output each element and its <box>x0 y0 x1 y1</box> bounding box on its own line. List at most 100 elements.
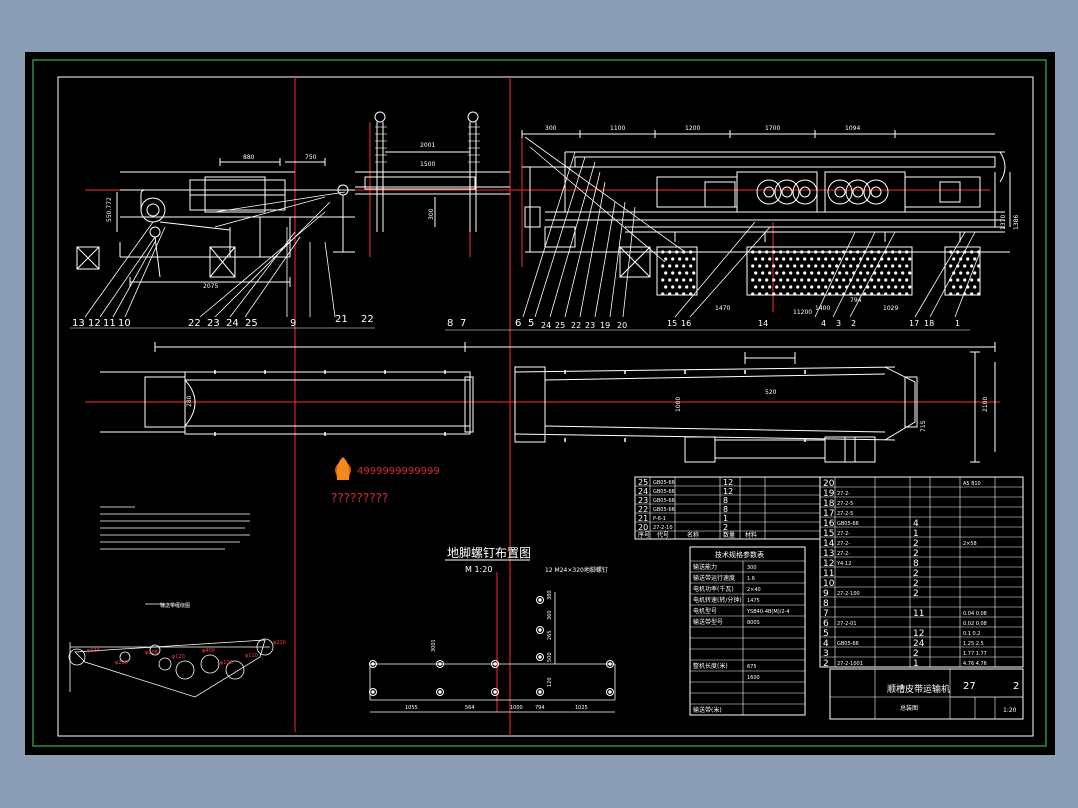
dim-right-v-0: 1370 <box>1000 215 1007 230</box>
dot <box>803 257 807 261</box>
dot <box>894 285 898 289</box>
part-labels: 13 12 11 10 22 23 24 25 9 21 22 8 7 6 5 … <box>72 314 960 330</box>
bom-code: Y4-12 <box>836 561 851 567</box>
bom-index: 22 <box>638 505 648 514</box>
title-block-frame <box>829 668 1024 720</box>
dot <box>765 292 769 296</box>
dot <box>863 264 867 268</box>
bolt-hole <box>369 688 377 696</box>
dim-bottom-1: 11200 <box>793 309 812 316</box>
dot <box>863 292 867 296</box>
f-dim-h-2: 1000 <box>510 705 523 711</box>
dot <box>973 285 977 289</box>
logo-digits: 4999999999999 <box>357 466 440 477</box>
dot <box>678 257 682 261</box>
dot <box>689 264 693 268</box>
dot <box>807 264 811 268</box>
bolt-hole <box>606 660 614 668</box>
bolt-center <box>438 690 442 694</box>
bolt-center <box>538 690 542 694</box>
dim-vertical-left: 550.772 <box>106 197 113 222</box>
dot <box>782 271 786 275</box>
title-block-sub: 总装图 <box>900 704 918 712</box>
dot <box>779 250 783 254</box>
dot <box>884 278 888 282</box>
bom-header-cell: 序号 <box>638 531 650 539</box>
dot <box>779 278 783 282</box>
bolt-hole <box>436 660 444 668</box>
dot <box>793 278 797 282</box>
dot <box>859 285 863 289</box>
dot <box>901 257 905 261</box>
bom-qty: 1 <box>913 529 919 539</box>
dot <box>884 292 888 296</box>
leader-lines-left <box>84 191 346 318</box>
part-label: 20 <box>617 321 627 330</box>
dot <box>887 271 891 275</box>
specs-value: 800S <box>747 620 760 626</box>
dot <box>685 271 689 275</box>
dim-bottom-0: 1470 <box>715 305 730 312</box>
dot <box>661 292 665 296</box>
dot <box>963 278 967 282</box>
dot <box>793 250 797 254</box>
dot <box>838 285 842 289</box>
f-dim-v-5: 120 <box>547 677 553 687</box>
bolt-center <box>608 690 612 694</box>
dot <box>873 285 877 289</box>
bom-code: 27-2-10 <box>653 525 673 531</box>
bolt-center <box>538 655 542 659</box>
plan-dim-2: 520 <box>765 389 777 396</box>
elevation-dimensions: 300 1100 1200 1700 1094 880 750 2001 150… <box>106 125 1020 316</box>
dot <box>800 278 804 282</box>
bom-qty: 2 <box>913 589 919 599</box>
dot <box>661 278 665 282</box>
logo-question: ????????? <box>331 491 388 505</box>
part-label: 13 <box>72 318 85 329</box>
leader-lines-right <box>522 136 981 318</box>
dot <box>956 278 960 282</box>
bom-qty: 8 <box>723 496 728 505</box>
f-dim-v-4: 3001 <box>431 639 437 652</box>
bom-index: 18 <box>823 499 835 509</box>
cad-viewport[interactable]: 300 1100 1200 1700 1094 880 750 2001 150… <box>25 52 1055 755</box>
technical-notes <box>100 506 250 550</box>
dot <box>908 257 912 261</box>
specs-label: 输送带型号 <box>693 618 723 626</box>
bom-weight: A5 810 <box>963 481 981 487</box>
part-label: 9 <box>290 318 296 329</box>
part-label: 24 <box>541 321 551 330</box>
belt-label: φ108 <box>220 660 233 666</box>
dot <box>849 264 853 268</box>
bom-code: 27-2- <box>837 551 850 557</box>
f-dim-v-3: 500 <box>547 652 553 662</box>
dot <box>775 257 779 261</box>
dot <box>758 250 762 254</box>
dot <box>821 292 825 296</box>
part-label: 24 <box>226 318 239 329</box>
bom-qty: 24 <box>913 639 925 649</box>
dot <box>894 257 898 261</box>
inner-frame <box>57 76 1034 737</box>
foundation-scale: M 1:20 <box>465 565 492 574</box>
dot <box>877 278 881 282</box>
bom-index: 21 <box>638 514 648 523</box>
dot <box>956 250 960 254</box>
dim-bottom-4: 1029 <box>883 305 898 312</box>
f-dim-h-0: 1055 <box>405 705 418 711</box>
dot <box>751 250 755 254</box>
part-label: 23 <box>207 318 220 329</box>
bom-code: 27-2-5 <box>837 511 853 517</box>
bolt-hole <box>606 688 614 696</box>
dot <box>856 278 860 282</box>
bom-code: GB05-66 <box>653 507 675 513</box>
specs-value: YSB40-4B(M)/2-4 <box>746 609 790 615</box>
dot <box>782 285 786 289</box>
dot <box>689 278 693 282</box>
specs-label: 电机功率(千瓦) <box>693 585 734 593</box>
part-label: 22 <box>571 321 581 330</box>
dot <box>675 250 679 254</box>
dot <box>835 278 839 282</box>
dot <box>751 292 755 296</box>
